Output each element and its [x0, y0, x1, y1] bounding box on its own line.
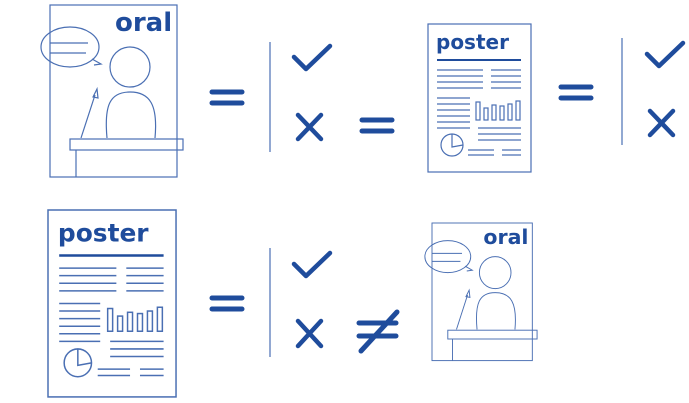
equals-sign	[359, 117, 395, 134]
cross-icon	[295, 112, 324, 142]
equals-sign	[209, 295, 245, 312]
oral-illustration: oral	[40, 4, 184, 178]
equals-sign	[209, 89, 245, 106]
check-icon	[644, 40, 686, 69]
oral-illustration: oral	[424, 222, 538, 362]
poster-label: poster	[436, 30, 509, 54]
check-icon	[291, 250, 333, 279]
poster-illustration: poster	[427, 23, 532, 173]
not-equal-sign	[356, 309, 400, 354]
check-icon	[291, 43, 333, 72]
cross-icon	[647, 108, 676, 138]
oral-label: oral	[115, 8, 172, 38]
oral-label: oral	[483, 225, 528, 249]
equals-sign	[558, 84, 594, 101]
poster-label: poster	[58, 218, 149, 247]
poster-illustration: poster	[46, 208, 178, 399]
cross-icon	[295, 318, 324, 349]
